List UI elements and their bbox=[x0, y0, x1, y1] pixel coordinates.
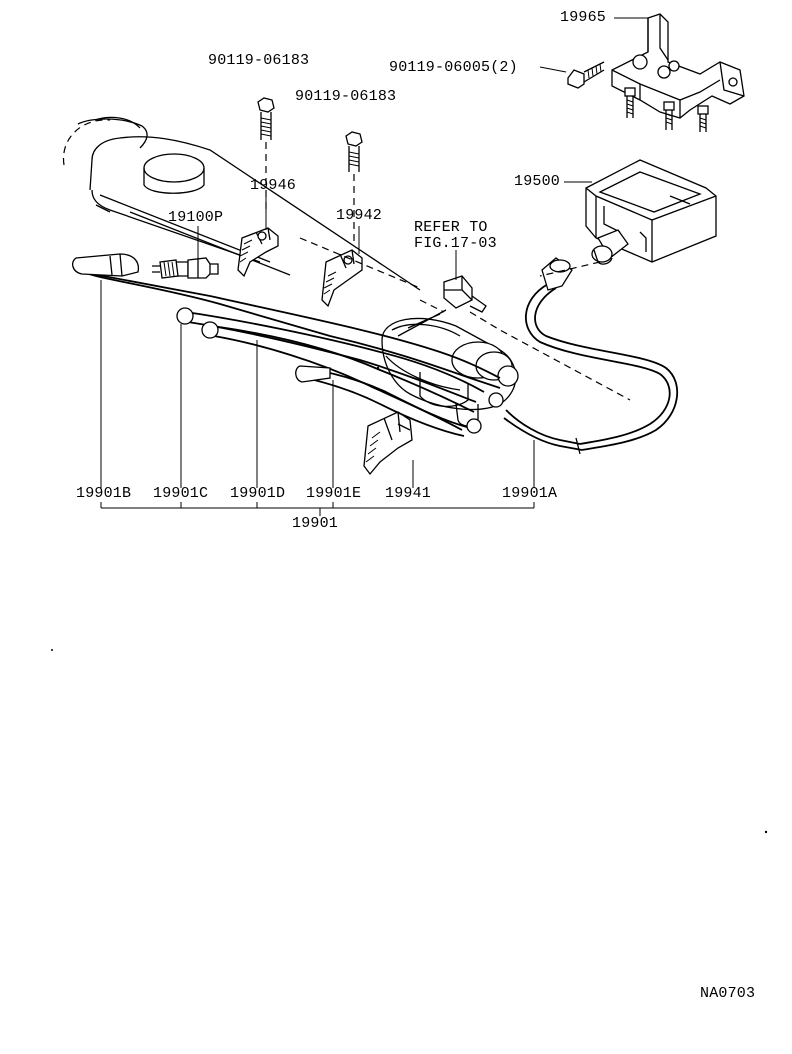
bolt-90119-06183-left bbox=[257, 97, 275, 212]
bolt-90119-06183-right bbox=[345, 131, 363, 244]
label-fig-17-03: FIG.17-03 bbox=[414, 235, 497, 252]
label-19901C: 19901C bbox=[153, 485, 209, 502]
clamp-19942 bbox=[321, 249, 363, 308]
label-90119-06183-right: 90119-06183 bbox=[295, 88, 397, 105]
label-90119-06005: 90119-06005(2) bbox=[389, 59, 518, 76]
label-19965: 19965 bbox=[560, 9, 607, 26]
leader-lines bbox=[100, 17, 648, 516]
label-19901D: 19901D bbox=[230, 485, 286, 502]
phantom-lines bbox=[299, 237, 631, 401]
label-19901B: 19901B bbox=[76, 485, 132, 502]
figure-code: NA0703 bbox=[700, 985, 756, 1002]
label-19941: 19941 bbox=[385, 485, 432, 502]
ignition-wires bbox=[71, 253, 679, 455]
label-19901: 19901 bbox=[292, 515, 339, 532]
label-19100P: 19100P bbox=[168, 209, 224, 226]
clamp-19946 bbox=[237, 227, 279, 278]
distributor bbox=[381, 309, 519, 427]
clamp-19941 bbox=[363, 411, 413, 476]
label-19942: 19942 bbox=[336, 207, 383, 224]
label-19946: 19946 bbox=[250, 177, 297, 194]
label-19901E: 19901E bbox=[306, 485, 362, 502]
label-19901A: 19901A bbox=[502, 485, 558, 502]
refer-cap bbox=[443, 275, 487, 313]
spark-plug-19100P bbox=[152, 257, 219, 279]
label-refer-to: REFER TO bbox=[414, 219, 488, 236]
label-19500: 19500 bbox=[514, 173, 561, 190]
ignition-coil-19500 bbox=[585, 159, 717, 265]
ignition-bracket-19965 bbox=[611, 13, 745, 132]
bolt-90119-06005 bbox=[567, 61, 605, 89]
label-90119-06183-left: 90119-06183 bbox=[208, 52, 310, 69]
